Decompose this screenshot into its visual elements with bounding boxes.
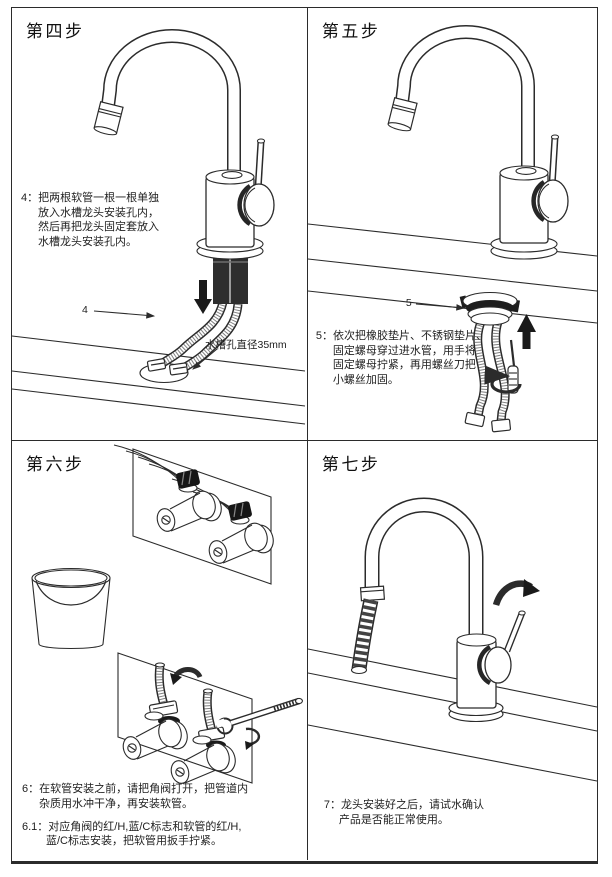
instruction-line: 7：龙头安装好之后，请试水确认: [323, 799, 485, 812]
panel-step5: 第五步 5 5：依次把橡胶垫片、不锈钢垫片、 固定螺母穿过进水管，用手将 固定螺…: [307, 8, 597, 441]
callout-hole-diameter: 水槽孔直径35mm: [205, 339, 287, 351]
instruction-line: 然后再把龙头固定套放入: [38, 221, 159, 234]
rotate-arrow-icon: [484, 365, 522, 394]
instruction-line: 放入水槽龙头安装孔内，: [38, 206, 159, 219]
panel-step7: 第七步 7：龙头安装好之后，请试水确认 产品是否能正常使用。: [307, 441, 597, 861]
step6-illustration: [31, 444, 303, 785]
instruction-line: 水槽龙头安装孔内。: [38, 235, 137, 248]
callout-4: 4: [82, 304, 88, 316]
panel-title-step5: 第五步: [321, 22, 381, 41]
instruction-line: 固定螺母穿过进水管，用手将: [332, 344, 476, 357]
instruction-line: 杂质用水冲干净，再安装软管。: [39, 797, 193, 810]
faucet-handle: [237, 138, 275, 227]
angle-valve: [122, 711, 188, 761]
faucet-spout: [387, 25, 535, 176]
step5-illustration: [307, 25, 597, 433]
down-arrow-icon: [194, 280, 212, 314]
step7-instruction: 7：龙头安装好之后，请试水确认 产品是否能正常使用。: [324, 798, 484, 827]
rotate-arrow-icon: [245, 728, 261, 746]
bucket-icon: [31, 568, 111, 650]
instruction-line: 6：在软管安装之前，请把角阀打开，把管道内: [22, 783, 249, 796]
instruction-line: 5：依次把橡胶垫片、不锈钢垫片、: [315, 330, 488, 342]
mounting-nut-assembly: [459, 291, 520, 326]
panel-title-step4: 第四步: [26, 22, 85, 41]
instruction-line: 产品是否能正常使用。: [338, 813, 449, 826]
sprayer-hose: [350, 598, 379, 675]
instruction-line: 固定螺母拧紧，再用螺丝刀把: [332, 359, 476, 372]
instruction-line: 4：把两根软管一根一根单独: [21, 192, 160, 204]
panel-step6: 第六步 6：在软管安装之前，请把角阀打开，把管道内 杂质用水冲干净，再安装软管。…: [12, 441, 308, 861]
instruction-line: 小螺丝加固。: [332, 373, 399, 386]
hose-pair: [157, 300, 243, 373]
angle-valve: [156, 469, 222, 533]
instruction-line: 蓝/C标志安装，把软管用扳手拧紧。: [46, 835, 222, 848]
panel-title-step6: 第六步: [26, 455, 85, 475]
faucet-shank: [213, 254, 248, 304]
turn-arrow-icon: [492, 579, 540, 607]
rotate-arrow-head: [170, 673, 182, 686]
screwdriver-icon: [507, 339, 519, 394]
callout-5: 5: [405, 297, 412, 309]
faucet-spout: [359, 497, 484, 644]
angle-valve: [208, 501, 274, 565]
step5-instruction: 5：依次把橡胶垫片、不锈钢垫片、 固定螺母穿过进水管，用手将 固定螺母拧紧，再用…: [316, 329, 487, 387]
sheet-border: 第四步 4 水槽孔直径35mm 4：把两根软管一根一根单独 放入水槽龙头安装孔内…: [11, 7, 598, 864]
instruction-line: 6.1：对应角阀的红/H,蓝/C标志和软管的红/H,: [22, 820, 242, 833]
step4-instruction: 4：把两根软管一根一根单独 放入水槽龙头安装孔内， 然后再把龙头固定套放入 水槽…: [21, 191, 159, 249]
step7-illustration: [307, 497, 597, 782]
step6-instruction: 6：在软管安装之前，请把角阀打开，把管道内 杂质用水冲干净，再安装软管。 6.1…: [22, 782, 248, 848]
faucet-handle: [476, 610, 526, 686]
faucet-handle: [531, 134, 569, 223]
rotate-arrow-icon: [172, 667, 203, 679]
wrench-icon: [215, 698, 303, 735]
panel-title-step7: 第七步: [321, 455, 381, 475]
step4-illustration: [12, 29, 306, 425]
panel-step4: 第四步 4 水槽孔直径35mm 4：把两根软管一根一根单独 放入水槽龙头安装孔内…: [12, 8, 308, 441]
angle-valve: [170, 735, 236, 785]
faucet-spout: [93, 29, 241, 180]
up-arrow-icon: [516, 314, 536, 349]
